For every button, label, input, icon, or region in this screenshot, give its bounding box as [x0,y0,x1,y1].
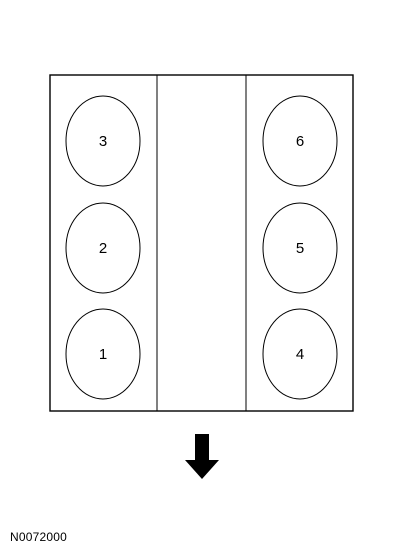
left-bank: 3 2 1 [65,95,141,400]
cylinder: 2 [65,202,141,294]
cylinder: 3 [65,95,141,187]
cylinder-number: 5 [296,240,304,257]
cylinder-bore [262,202,338,294]
cylinder: 5 [262,202,338,294]
cylinder-bore [262,95,338,187]
figure-id-label: N0072000 [10,530,67,544]
cylinder-number: 3 [99,133,107,150]
cylinder: 6 [262,95,338,187]
cylinder-number: 1 [99,346,107,363]
engine-block-outline [49,74,354,412]
cylinder-number: 2 [99,240,107,257]
cylinder-number: 4 [296,346,304,363]
cylinder: 1 [65,308,141,400]
cylinder-number: 6 [296,133,304,150]
cylinder-bore [65,308,141,400]
cylinder-bore [262,308,338,400]
arrow-down-icon [185,434,219,479]
cylinder-bore [65,202,141,294]
cylinder-bore [65,95,141,187]
right-bank: 6 5 4 [262,95,338,400]
cylinder: 4 [262,308,338,400]
